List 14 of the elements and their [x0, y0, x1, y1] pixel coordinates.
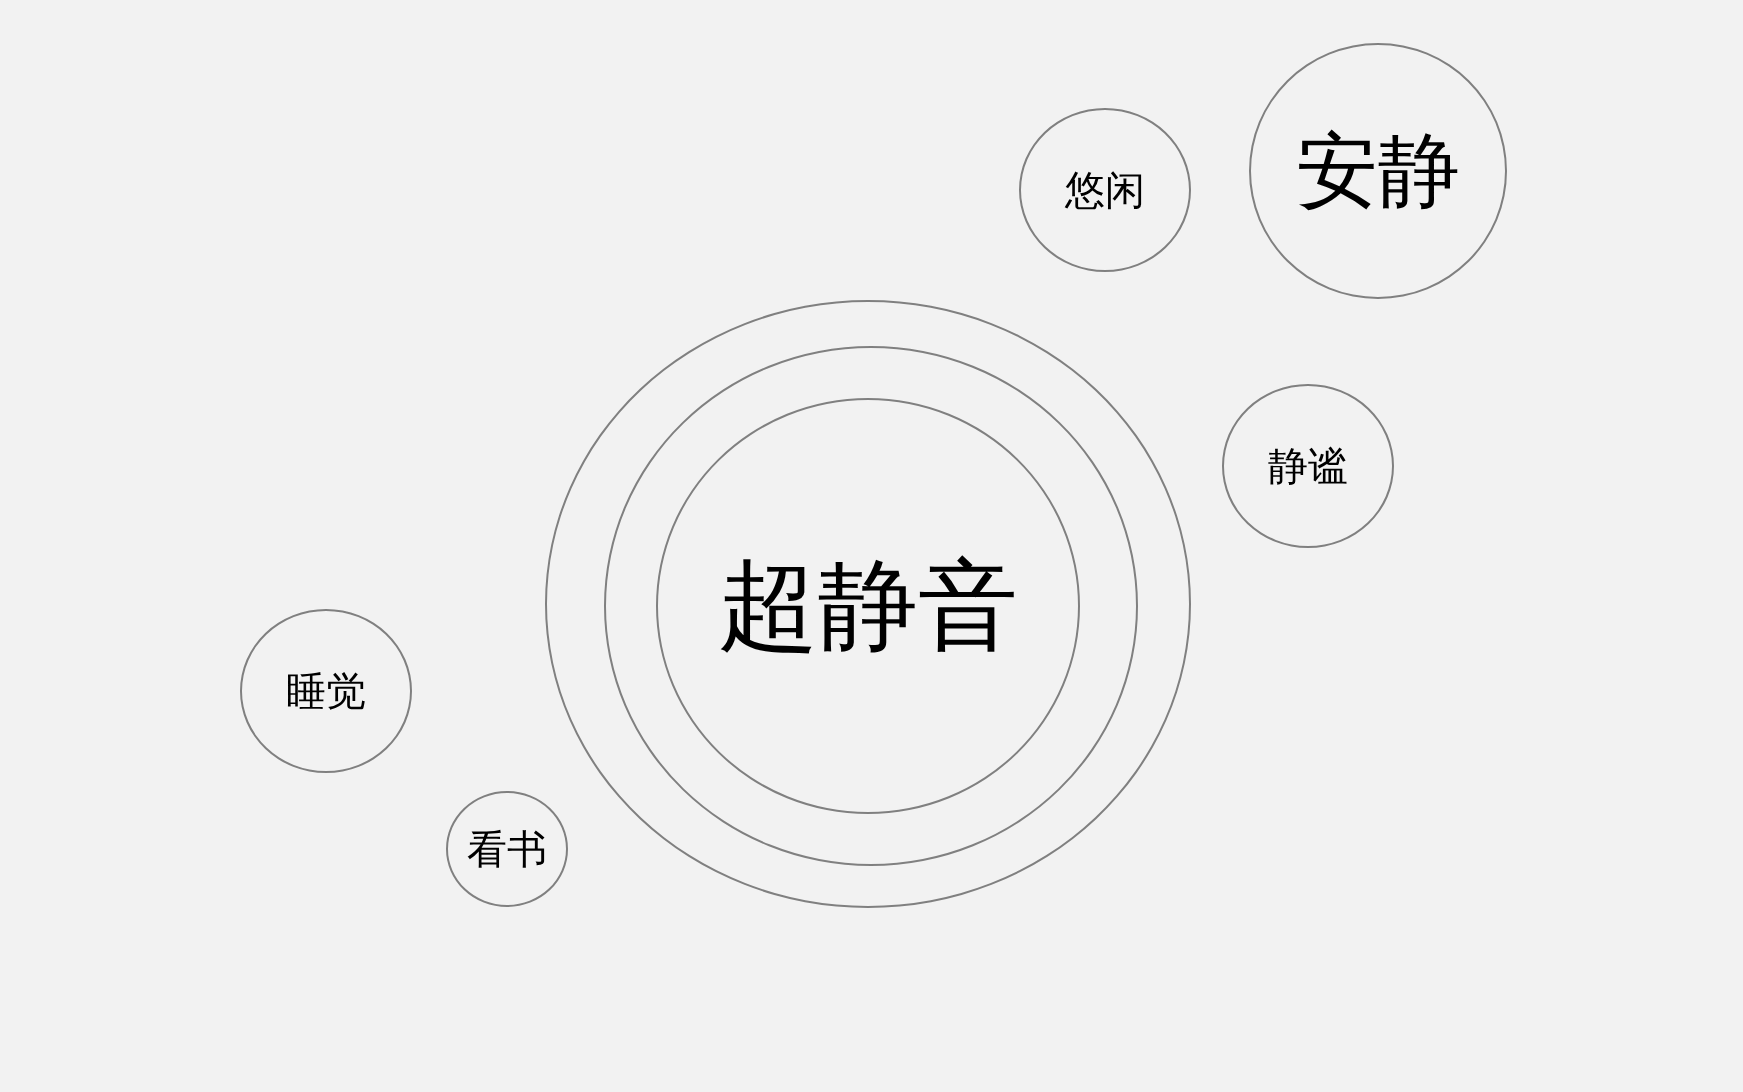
- bubble: [1222, 384, 1394, 548]
- ring: [604, 346, 1138, 866]
- bubble-label: 睡觉: [286, 669, 366, 713]
- bubble: [240, 609, 412, 773]
- bubble: [1019, 108, 1191, 272]
- bubble-label: 看书: [467, 827, 547, 871]
- bubble: [656, 398, 1080, 814]
- ring: [545, 300, 1191, 908]
- bubble-label: 安静: [1296, 125, 1460, 217]
- bubble-label: 悠闲: [1065, 168, 1145, 212]
- bubble: [446, 791, 568, 907]
- bubble: [1249, 43, 1507, 299]
- bubble-label: 超静音: [718, 551, 1018, 661]
- bubble-label: 静谧: [1268, 444, 1348, 488]
